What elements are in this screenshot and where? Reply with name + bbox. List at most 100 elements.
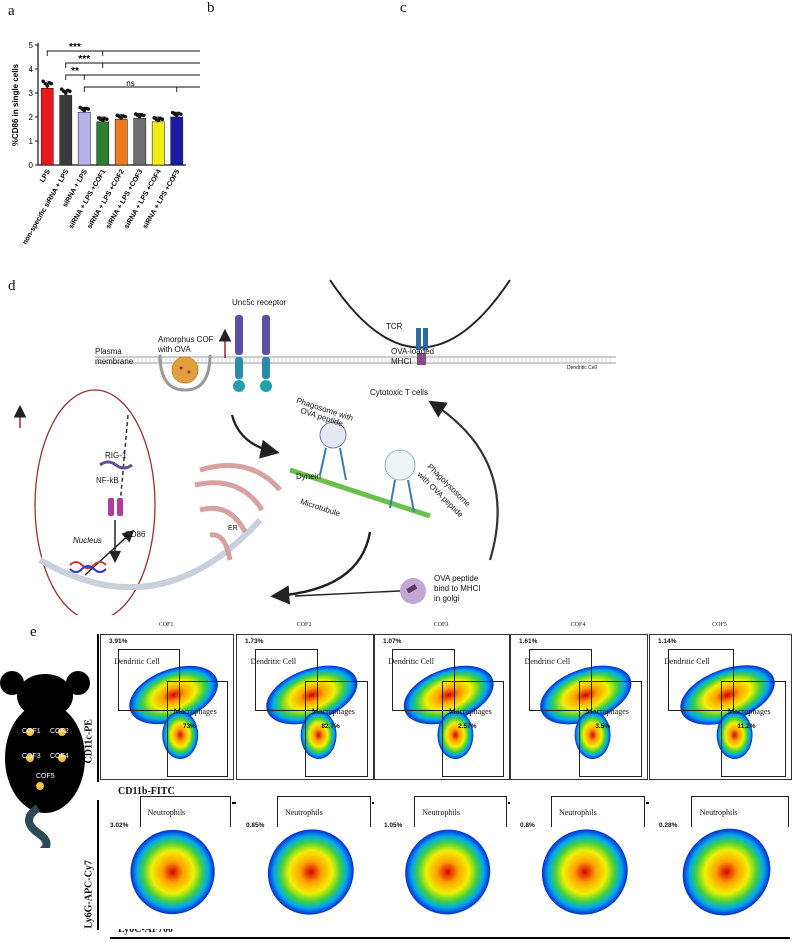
significance-label: ***: [78, 54, 90, 65]
panel-letter-b: b: [207, 0, 215, 16]
macrophage-percent: 11.2%: [737, 723, 756, 730]
flow-plot-bottom-2: Neutrophils 0.85%: [236, 794, 372, 929]
data-point: [105, 117, 109, 122]
density-plot: [541, 829, 628, 915]
bottom-x-axis-line: [110, 937, 790, 939]
x-tick-label: siRNA + LPS +COF5: [142, 168, 182, 230]
dendritic-gate: [118, 649, 180, 711]
nucleus-region: [34, 389, 156, 615]
er-structure: [194, 463, 282, 561]
data-point: [123, 114, 128, 119]
mouse-spot-cof5: COF5: [36, 773, 55, 780]
neutrophil-gate: [414, 796, 508, 827]
label-plasma-2: membrane: [95, 357, 134, 366]
neutrophil-label: Neutrophils: [558, 808, 597, 817]
label-ova-golgi-3: in golgi: [434, 594, 460, 603]
bar-chart-cd163: %CD163 in single cells010203040LPSnon-sp…: [400, 0, 610, 250]
neutrophil-percent: 1.05%: [384, 822, 403, 829]
neutrophil-percent: 0.85%: [246, 822, 265, 829]
neutrophil-gate: [550, 796, 646, 827]
macrophage-gate: [579, 681, 643, 777]
amorphus-cof-vesicle: [158, 354, 212, 392]
neutrophil-gate: [691, 796, 790, 827]
bar: [133, 117, 147, 166]
neutrophil-label: Neutrophils: [422, 808, 461, 817]
plasma-membrane: [95, 356, 616, 364]
macrophage-label: Macrophages: [311, 707, 355, 716]
significance-label: ***: [69, 42, 81, 53]
neutrophil-label: Neutrophils: [147, 808, 186, 817]
label-nfkb: NF-kB: [96, 476, 119, 485]
dendritic-label: Dendritic Cell: [250, 657, 297, 666]
macrophage-percent: 3.5%: [595, 723, 611, 730]
label-cytotoxic: Cytotoxic T cells: [370, 388, 428, 397]
macrophage-gate: [720, 681, 786, 777]
y-axis-label: %CD86 in single cells: [11, 63, 20, 146]
neutrophil-gate: [276, 796, 372, 827]
macrophage-label: Macrophages: [585, 707, 629, 716]
density-plot: [130, 829, 215, 915]
dendritic-label: Dendritic Cell: [664, 657, 710, 666]
flow-plot-bottom-1: Neutrophils 3.02%: [100, 794, 232, 929]
density-plot: [129, 665, 218, 759]
dendritic-gate: [668, 649, 734, 711]
macrophage-label: Macrophages: [727, 707, 771, 716]
panel-letter-c: c: [400, 0, 407, 16]
label-ova-mhc-1: OVA-loaded: [391, 347, 434, 356]
macrophage-percent: 82.7%: [321, 723, 340, 730]
label-dendritic-cell: Dendritic Cell: [567, 365, 597, 371]
mouse-spot-cof1: COF1: [22, 728, 41, 735]
y-tick-label: 2: [29, 113, 34, 122]
density-plot: [540, 665, 632, 759]
label-ova-golgi-1: OVA peptide: [434, 574, 479, 583]
data-point: [49, 81, 54, 86]
top-y-axis-label: CD11c-PE: [83, 719, 95, 764]
label-plasma-1: Plasma: [95, 347, 122, 356]
flow-plot-bottom-3: Neutrophils 1.05%: [374, 794, 508, 929]
neutrophil-label: Neutrophils: [284, 808, 323, 817]
flow-title: COF4: [570, 622, 586, 628]
y-tick-label: 0: [29, 161, 34, 170]
bar: [96, 121, 110, 166]
bar: [114, 119, 128, 166]
bottom-y-axis-label: Ly6G-APC-Cy7: [83, 860, 95, 929]
top-y-axis-line: [97, 634, 99, 782]
dendritic-label: Dendritic Cell: [114, 657, 160, 666]
panel-letter-e: e: [30, 624, 37, 640]
data-point: [179, 112, 183, 116]
label-cd86: CD86: [125, 530, 146, 539]
bar: [40, 87, 54, 166]
unc5c-receptor: [218, 315, 272, 392]
dendritic-gate: [392, 649, 455, 711]
label-nucleus: Nucleus: [73, 536, 102, 545]
dendritic-percent: 1.07%: [383, 638, 402, 645]
significance-bracket: [65, 62, 104, 68]
significance-bracket: [46, 50, 104, 56]
neutrophil-percent: 0.8%: [520, 822, 535, 829]
label-er: ER: [228, 525, 238, 532]
dendritic-percent: 1.14%: [658, 638, 677, 645]
label-amorphus-1: Amorphus COF: [158, 335, 214, 344]
bar-chart-cd86: %CD86 in single cells012345LPSnon-specif…: [11, 41, 200, 246]
density-plot: [267, 829, 354, 915]
flow-title: COF3: [433, 622, 449, 628]
panel-letter-d: d: [8, 278, 16, 294]
data-point: [45, 84, 50, 88]
flow-title: COF5: [712, 622, 727, 628]
significance-bracket: [65, 74, 85, 80]
flow-title: COF2: [296, 622, 312, 628]
mouse-spot-cof4: COF4: [50, 753, 69, 760]
dendritic-gate: [254, 649, 318, 711]
significance-label: **: [71, 66, 79, 77]
neutrophil-percent: 3.02%: [110, 822, 129, 829]
dendritic-label: Dendritic Cell: [524, 657, 571, 666]
label-tcr: TCR: [386, 322, 403, 331]
mechanism-diagram: [13, 279, 616, 615]
top-x-axis-label: CD11b-FITC: [118, 786, 175, 797]
neutrophil-label: Neutrophils: [699, 808, 738, 817]
label-ova-mhc-2: MHCI: [391, 357, 412, 366]
